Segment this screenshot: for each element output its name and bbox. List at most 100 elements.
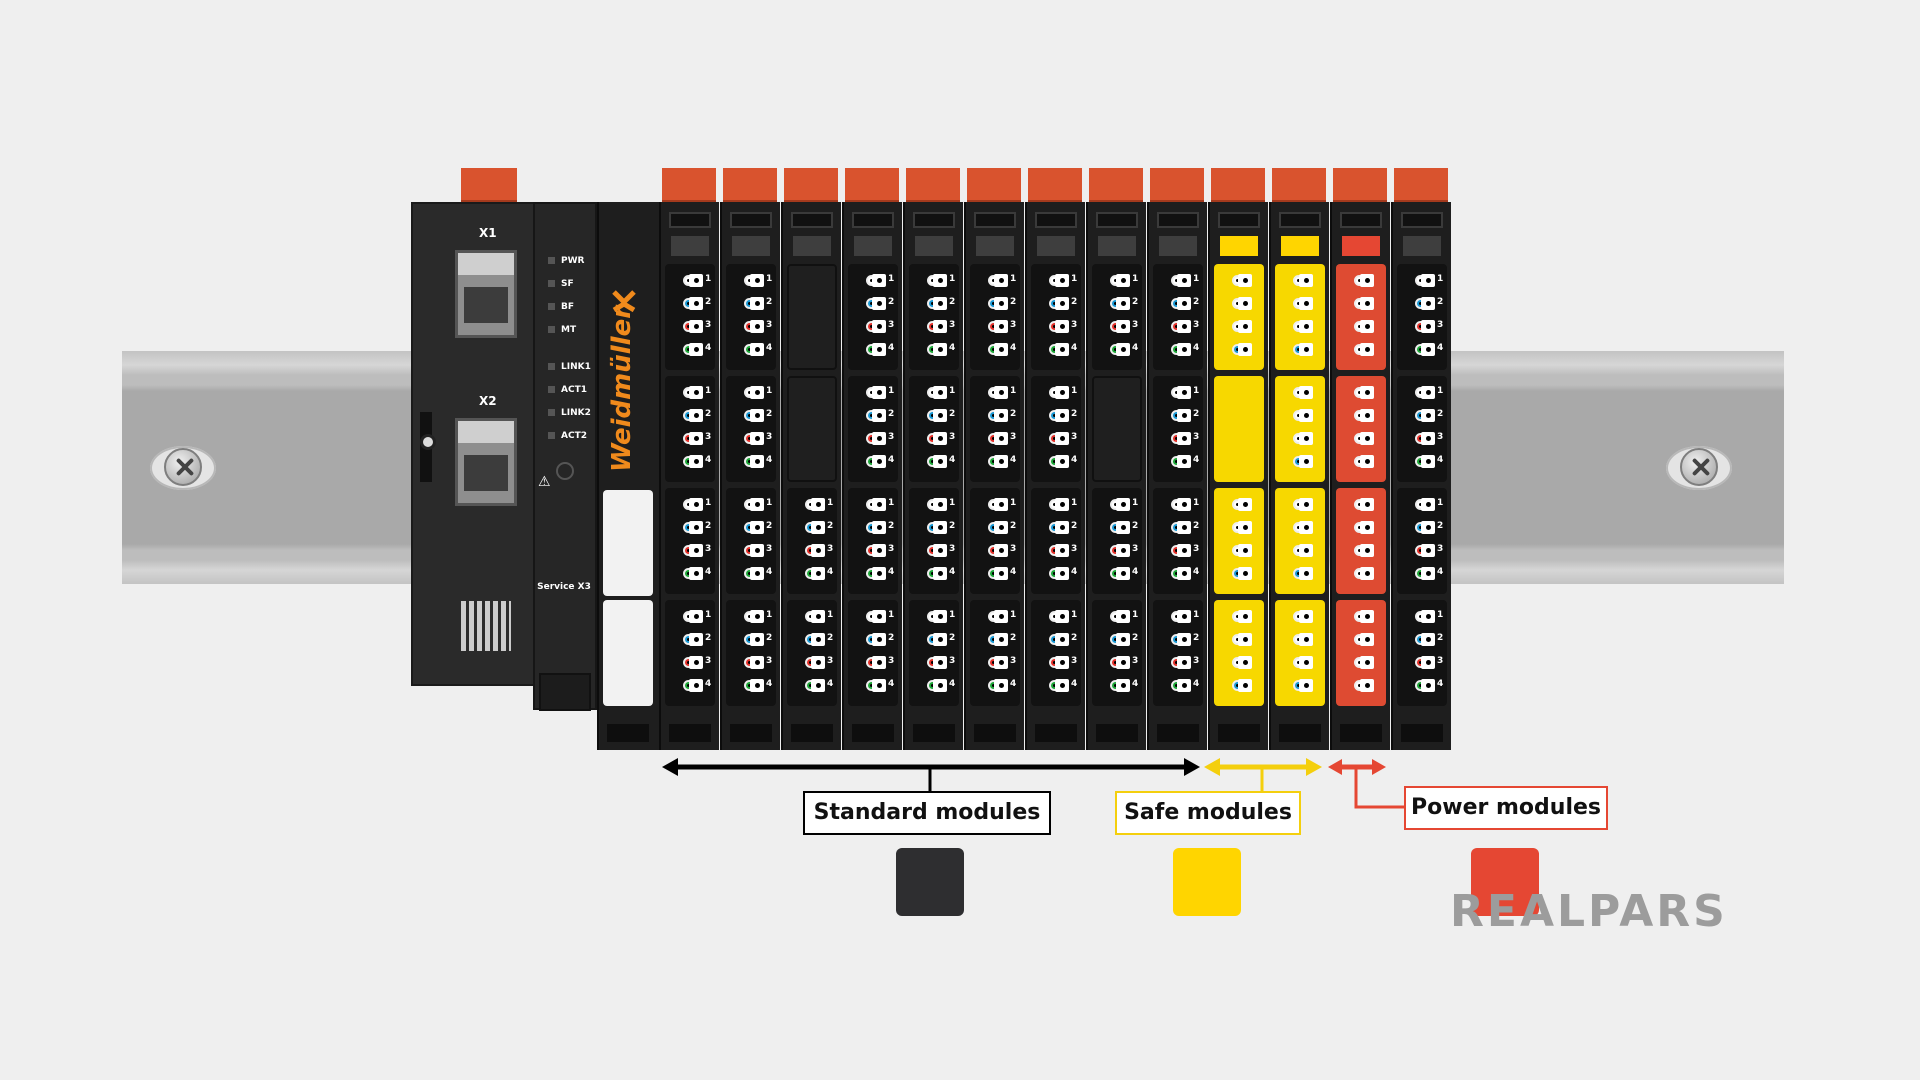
- terminal-pin: [1049, 455, 1069, 468]
- terminal-pin: [988, 633, 1008, 646]
- terminal-pin: [927, 498, 947, 511]
- pin-number: 2: [949, 409, 956, 419]
- terminal-pin: [1354, 409, 1374, 422]
- terminal-pin: [1049, 679, 1069, 692]
- pin-number: 4: [1193, 343, 1200, 353]
- terminal-pin: [683, 498, 703, 511]
- terminal-pin: [683, 521, 703, 534]
- pin-number: 3: [1071, 656, 1078, 666]
- pin-number: 2: [1193, 297, 1200, 307]
- pin-number: 2: [1437, 297, 1444, 307]
- terminal-pin: [744, 320, 764, 333]
- terminal-pin: [1232, 633, 1252, 646]
- pin-number: 4: [1071, 567, 1078, 577]
- pin-number: 1: [827, 498, 834, 508]
- terminal-pin: [1171, 610, 1191, 623]
- pin-number: 4: [949, 567, 956, 577]
- pin-number: 1: [705, 274, 712, 284]
- pin-number: 2: [1193, 521, 1200, 531]
- terminal-pin: [988, 386, 1008, 399]
- pin-number: 4: [1437, 567, 1444, 577]
- warning-icon: ⚠: [538, 474, 551, 490]
- terminal-pin: [927, 567, 947, 580]
- pin-number: 3: [1071, 432, 1078, 442]
- pin-number: 2: [705, 633, 712, 643]
- terminal-pin: [1171, 567, 1191, 580]
- terminal-pin: [1415, 409, 1435, 422]
- terminal-pin: [1232, 521, 1252, 534]
- terminal-pin: [1354, 386, 1374, 399]
- terminal-pin: [744, 610, 764, 623]
- terminal-pin: [866, 610, 886, 623]
- terminal-pin: [744, 455, 764, 468]
- pin-number: 1: [1071, 274, 1078, 284]
- pin-number: 4: [766, 343, 773, 353]
- pin-number: 3: [1193, 432, 1200, 442]
- pin-number: 1: [949, 386, 956, 396]
- terminal-pin: [744, 679, 764, 692]
- led-act2: ACT2: [548, 431, 587, 441]
- terminal-pin: [927, 409, 947, 422]
- terminal-pin: [1049, 274, 1069, 287]
- terminal-pin: [1049, 343, 1069, 356]
- pin-number: 4: [705, 455, 712, 465]
- pin-number: 3: [949, 320, 956, 330]
- terminal-pin: [1049, 409, 1069, 422]
- terminal-pin: [1110, 498, 1130, 511]
- pin-number: 2: [1437, 633, 1444, 643]
- terminal-pin: [1415, 633, 1435, 646]
- pin-number: 3: [888, 320, 895, 330]
- pin-number: 4: [1071, 679, 1078, 689]
- pin-number: 1: [1437, 274, 1444, 284]
- terminal-pin: [1293, 343, 1313, 356]
- pin-number: 2: [705, 521, 712, 531]
- pin-number: 3: [1437, 544, 1444, 554]
- pin-number: 1: [766, 498, 773, 508]
- terminal-block: [1214, 600, 1264, 706]
- pin-number: 4: [949, 679, 956, 689]
- terminal-pin: [805, 498, 825, 511]
- pin-number: 2: [1071, 633, 1078, 643]
- terminal-pin: [1293, 656, 1313, 669]
- terminal-pin: [1354, 610, 1374, 623]
- terminal-pin: [927, 544, 947, 557]
- terminal-pin: [927, 656, 947, 669]
- pin-number: 3: [827, 544, 834, 554]
- pin-number: 3: [1071, 544, 1078, 554]
- terminal-pin: [683, 633, 703, 646]
- head-wiring-block: [597, 202, 659, 750]
- pin-number: 1: [949, 274, 956, 284]
- terminal-pin: [1293, 567, 1313, 580]
- terminal-pin: [988, 297, 1008, 310]
- terminal-block: [787, 264, 837, 370]
- pin-number: 2: [949, 633, 956, 643]
- terminal-pin: [1110, 679, 1130, 692]
- terminal-pin: [744, 386, 764, 399]
- terminal-pin: [1171, 409, 1191, 422]
- pin-number: 3: [705, 656, 712, 666]
- terminal-pin: [1171, 343, 1191, 356]
- pin-number: 3: [1010, 320, 1017, 330]
- led-sf: SF: [548, 279, 574, 289]
- led-mt: MT: [548, 325, 576, 335]
- terminal-pin: [1049, 386, 1069, 399]
- qr-code: [461, 601, 511, 651]
- terminal-pin: [1171, 274, 1191, 287]
- terminal-pin: [988, 409, 1008, 422]
- terminal-pin: [1415, 386, 1435, 399]
- terminal-pin: [1171, 544, 1191, 557]
- terminal-pin: [683, 297, 703, 310]
- terminal-pin: [1171, 320, 1191, 333]
- pin-number: 3: [1437, 656, 1444, 666]
- pin-number: 3: [949, 656, 956, 666]
